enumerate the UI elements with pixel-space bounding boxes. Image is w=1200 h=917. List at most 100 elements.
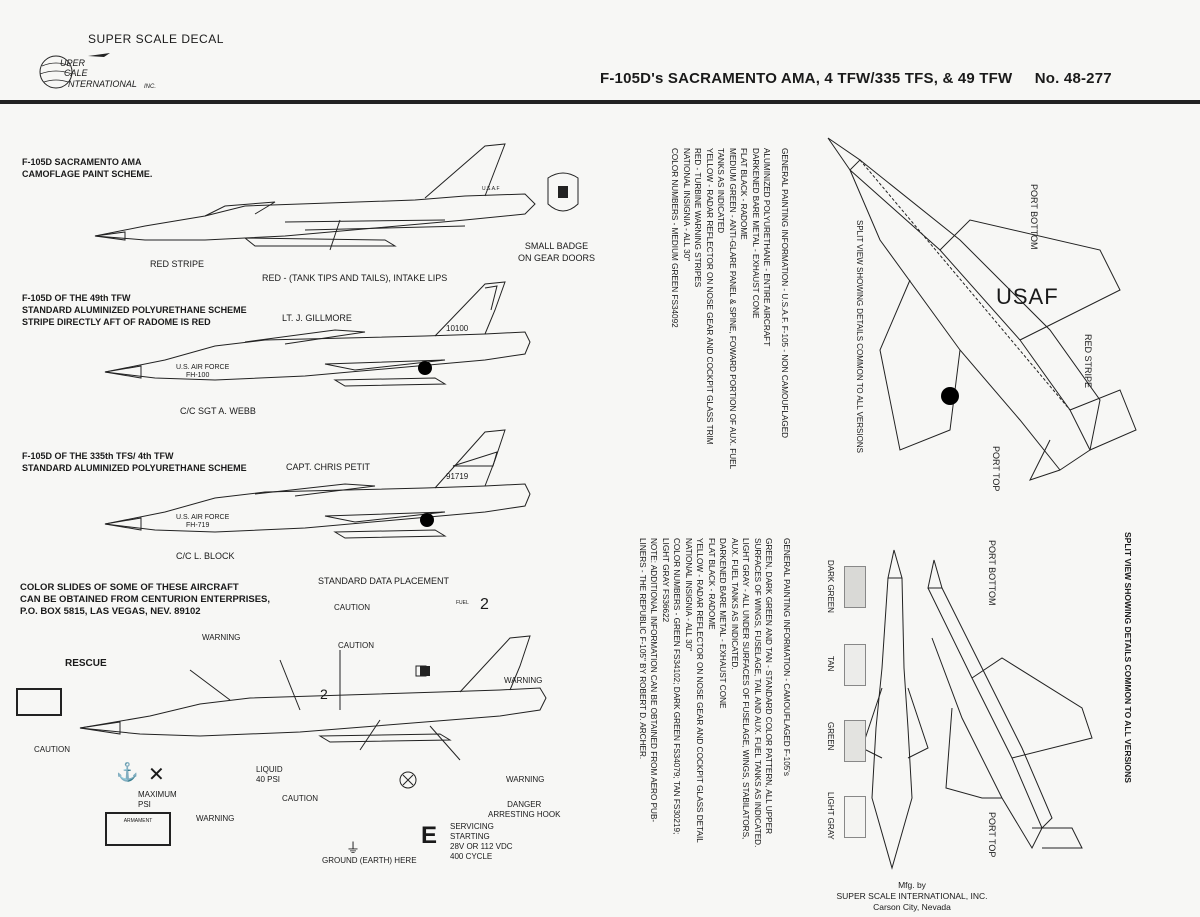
profile-3-aircraft-drawing [104,429,531,539]
split-view-1-aircraft-drawing [827,137,1137,481]
footer-line-2: SUPER SCALE INTERNATIONAL, INC. [836,891,988,901]
profile-3-nose-text-1: U.S. AIR FORCE [176,514,230,521]
painting-info-2-line: LIGHT GRAY - ALL UNDER SURFACES OF FUSEL… [741,538,751,840]
split-view-1-wing-text: USAF [996,284,1059,309]
servicing-label-line-2: STARTING [450,832,490,841]
split-view-1-port-top: PORT TOP [991,446,1001,492]
armament-box: ARMAMENT [105,812,171,846]
servicing-label-line-4: 400 CYCLE [450,852,493,861]
swatch-tan [844,644,866,686]
swatch-label-dark-green: DARK GREEN [826,560,835,613]
painting-info-2-line: GREEN, DARK GREEN AND TAN - STANDARD COL… [764,538,774,835]
swatch-label-light-gray: LIGHT GRAY [826,792,835,840]
split-view-2-caption: SPLIT VIEW SHOWING DETAILS COMMON TO ALL… [1123,532,1133,783]
badge-icon [547,172,579,212]
painting-info-2-line: LIGHT GRAY FS36622 [661,538,670,623]
painting-info-2: GENERAL PAINTING INFORMATION - CAMOUFLAG… [637,538,793,847]
split-view-2-aircraft-drawing [861,549,1093,870]
sheet-title-text: F-105D's SACRAMENTO AMA, 4 TFW/335 TFS, … [600,70,1013,87]
data-placement-aircraft-drawing [79,635,547,761]
caution-label-3: CAUTION [34,745,70,754]
caution-label-1: CAUTION [334,603,370,612]
fuel-label: FUEL [456,600,469,606]
painting-info-2-line: AUX. FUEL TANKS AS INDICATED. [730,538,739,670]
profile-1-caption: F-105D SACRAMENTO AMA CAMOFLAGE PAINT SC… [22,156,152,180]
footer-line-1: Mfg. by [898,880,926,890]
warning-label-1: WARNING [202,633,241,642]
servicing-label-line-3: 28V OR 112 VDC [450,842,513,851]
painting-info-1-line: MEDIUM GREEN - ANTI-GLARE PANEL & SPINE,… [728,148,737,470]
profile-1-red-callout: RED - (TANK TIPS AND TAILS), INTAKE LIPS [262,273,448,283]
swatch-label-green: GREEN [826,722,835,751]
painting-info-2-line: YELLOW - RADAR REFLECTOR ON NOSE GEAR AN… [695,538,705,843]
caution-label-4: CAUTION [282,794,318,803]
company-logo: UPER CALE NTERNATIONAL INC. [38,52,188,96]
painting-info-2-line: SURFACES OF WINGS, FUSELAGE, TAIL AND AU… [753,538,762,848]
sheet-title: F-105D's SACRAMENTO AMA, 4 TFW/335 TFS, … [600,70,1112,87]
crossed-circle-icon [399,771,417,789]
painting-info-2-line: NATIONAL INSIGNIA - ALL 30" [684,538,693,652]
profile-2-caption: F-105D OF THE 49th TFW STANDARD ALUMINIZ… [22,292,247,328]
servicing-label: SERVICING STARTING 28V OR 112 VDC 400 CY… [450,822,513,862]
anchor-icon: ⚓ [116,762,139,782]
painting-info-1-line: ALUMINIZED POLYURETHANE - ENTIRE AIRCRAF… [762,148,772,347]
swatch-green [844,720,866,762]
warning-label-4: WARNING [506,775,545,784]
painting-info-1-line: TANKS AS INDICATED [716,148,726,234]
logo-line-1: UPER [60,58,86,68]
rescue-label: RESCUE [65,658,107,669]
color-swatch-column [840,560,880,850]
profile-3-crew-chief: C/C L. BLOCK [176,551,235,561]
profile-1-red-stripe-callout: RED STRIPE [150,259,205,269]
warning-label-2: WARNING [504,676,543,685]
slides-note-line-1: COLOR SLIDES OF SOME OF THESE AIRCRAFT [20,582,239,593]
slides-note: COLOR SLIDES OF SOME OF THESE AIRCRAFT C… [20,582,270,618]
cross-icon: ✕ [148,764,165,786]
profile-2-caption-line-1: F-105D OF THE 49th TFW [22,293,131,303]
maximum-label-line-1: MAXIMUM [138,790,177,799]
caution-label-2: CAUTION [338,641,374,650]
badge-callout-line-2: ON GEAR DOORS [518,253,596,263]
logo-line-3: NTERNATIONAL [68,79,137,89]
numeral-2-label: 2 [480,596,489,613]
painting-info-1-line: RED - TURBINE WARNING STRIPES [693,148,703,288]
logo-line-2: CALE [64,68,88,78]
painting-info-1-line: FLAT BLACK - RADOME [739,148,749,240]
painting-info-1-line: DARKENED BARE METAL - EXHAUST CONE [751,148,760,319]
split-view-1-caption: SPLIT VIEW SHOWING DETAILS COMMON TO ALL… [855,220,864,453]
painting-info-1-line: NATIONAL INSIGNIA - ALL 30" [682,148,691,262]
profile-1-aircraft-drawing [94,143,536,251]
header-divider [0,100,1200,104]
profile-3-tail-number: 91719 [446,472,469,481]
split-view-1-port-bottom: PORT BOTTOM [1029,184,1039,250]
painting-info-2-line: LINERS - THE REPUBLIC F-105" BY ROBERT D… [638,538,647,760]
profile-3-caption-line-1: F-105D OF THE 335th TFS/ 4th TFW [22,451,174,461]
sheet-number: No. 48-277 [1034,70,1112,87]
profile-3-pilot: CAPT. CHRIS PETIT [286,462,371,472]
badge-callout: SMALL BADGE ON GEAR DOORS [518,240,595,264]
square-marker-icon [420,666,430,676]
maximum-label-line-2: PSI [138,800,151,809]
logo-suffix: INC. [144,84,156,90]
profile-3-nose-text-2: FH-719 [186,522,210,529]
servicing-e-icon: E [421,822,438,849]
slides-note-line-3: P.O. BOX 5815, LAS VEGAS, NEV. 89102 [20,606,201,617]
profile-1-caption-line-1: F-105D SACRAMENTO AMA [22,157,142,167]
split-view-1-red-stripe: RED STRIPE [1083,334,1093,389]
liquid-label-line-2: 40 PSI [256,775,281,784]
painting-info-2-line: COLOR NUMBERS - GREEN FS34102; DARK GREE… [672,538,682,835]
profile-2-caption-line-2: STANDARD ALUMINIZED POLYURETHANE SCHEME [22,305,247,315]
profile-2-crew-chief: C/C SGT A. WEBB [180,406,256,416]
profile-2-nose-text-2: FH-100 [186,372,210,379]
servicing-label-line-1: SERVICING [450,822,494,831]
data-placement-title: STANDARD DATA PLACEMENT [318,576,450,586]
profile-2-nose-marking: U.S. AIR FORCE FH-100 [176,364,229,380]
maximum-label: MAXIMUM PSI [138,790,177,810]
profile-1-tail-text: U.S.A.F [482,186,500,192]
swatch-light-gray [844,796,866,838]
painting-info-2-line: FLAT BLACK - RADOME [707,538,716,630]
profile-2-nose-text-1: U.S. AIR FORCE [176,364,230,371]
liquid-label-line-1: LIQUID [256,765,283,774]
ground-label: GROUND (EARTH) HERE [322,856,417,865]
armament-label: ARMAMENT [123,818,153,824]
